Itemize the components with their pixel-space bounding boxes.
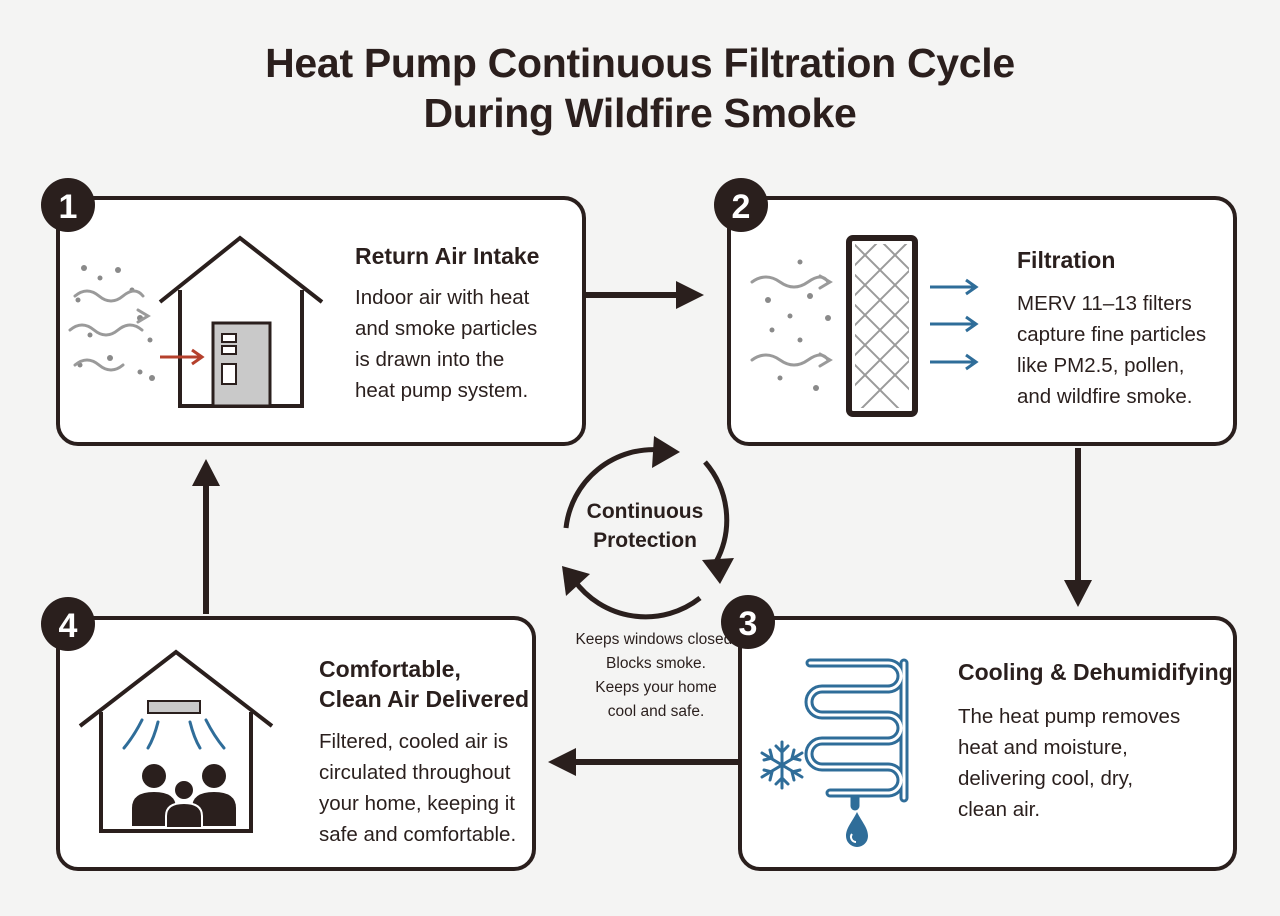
page-title: Heat Pump Continuous Filtration Cycle Du… bbox=[0, 38, 1280, 138]
cycle-label: Continuous Protection bbox=[586, 500, 704, 552]
cycle-arrows-icon bbox=[562, 436, 734, 620]
incoming-particles-icon bbox=[765, 259, 831, 391]
step-3-title: Cooling & Dehumidifying bbox=[958, 659, 1233, 685]
intake-arrow-icon bbox=[160, 348, 205, 366]
step-4-body: Filtered, cooled air is circulated throu… bbox=[319, 730, 517, 846]
step-1-title: Return Air Intake bbox=[355, 243, 540, 269]
air-filter-icon bbox=[846, 235, 918, 417]
water-droplet-icon bbox=[846, 812, 868, 847]
flow-arrow-1-to-2 bbox=[586, 281, 704, 309]
svg-text:2: 2 bbox=[732, 188, 751, 226]
cooling-coil-icon bbox=[804, 658, 909, 811]
step-1-body: Indoor air with heat and smoke particles… bbox=[355, 286, 538, 402]
title-line-1: Heat Pump Continuous Filtration Cycle bbox=[265, 40, 1015, 86]
step-card-2 bbox=[727, 196, 1237, 446]
cooling-coil-inner-icon bbox=[807, 661, 906, 800]
clean-air-arrows-icon bbox=[930, 278, 979, 371]
family-icon bbox=[132, 764, 236, 829]
snowflake-icon bbox=[760, 740, 804, 790]
air-vent-icon bbox=[147, 700, 201, 714]
cool-air-streams-icon bbox=[122, 718, 226, 750]
title-line-2: During Wildfire Smoke bbox=[423, 90, 857, 136]
step-2-title: Filtration bbox=[1017, 247, 1116, 273]
flow-arrow-3-to-4 bbox=[548, 748, 738, 776]
svg-text:3: 3 bbox=[739, 605, 758, 643]
svg-text:4: 4 bbox=[59, 607, 78, 645]
home-interior-icon bbox=[78, 649, 274, 833]
cycle-note: Keeps windows closed. Blocks smoke. Keep… bbox=[575, 631, 737, 720]
heat-pump-unit-icon bbox=[211, 321, 272, 408]
svg-text:1: 1 bbox=[59, 188, 78, 226]
step-4-title: Comfortable, Clean Air Delivered bbox=[319, 656, 530, 712]
step-badge-4: 4 bbox=[41, 597, 95, 651]
step-badge-3: 3 bbox=[721, 595, 775, 649]
step-card-4 bbox=[56, 616, 536, 871]
smoke-particles-icon bbox=[75, 265, 155, 381]
step-3-body: The heat pump removes heat and moisture,… bbox=[958, 705, 1181, 821]
step-card-1 bbox=[56, 196, 586, 446]
step-badge-1: 1 bbox=[41, 178, 95, 232]
flow-arrow-2-to-3 bbox=[1064, 448, 1092, 607]
step-2-body: MERV 11–13 filters capture fine particle… bbox=[1017, 292, 1207, 408]
airflow-waves-icon bbox=[68, 289, 151, 372]
step-badge-2: 2 bbox=[714, 178, 768, 232]
flow-arrow-4-to-1 bbox=[192, 459, 220, 614]
incoming-airflow-icon bbox=[750, 274, 833, 368]
